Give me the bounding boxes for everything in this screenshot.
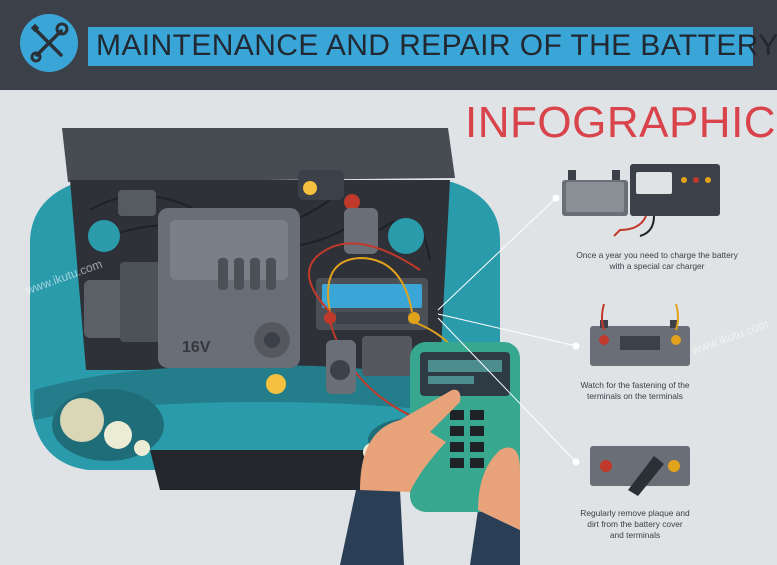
page-title: MAINTENANCE AND REPAIR OF THE BATTERY: [96, 29, 777, 62]
battery-terminals-icon: [590, 303, 690, 366]
tip-terminal-fastening: Watch for the fastening of the terminals…: [580, 380, 690, 401]
engine-label: 16V: [182, 339, 211, 356]
title-bar: [88, 27, 753, 66]
reservoir-left: [88, 220, 120, 252]
car-engine-illustration: 16V: [30, 128, 720, 565]
wrench-and-screwdriver-icon: [20, 14, 78, 72]
air-filter: [84, 280, 124, 338]
battery-charger-icon: [562, 164, 720, 237]
cap-red: [344, 194, 360, 210]
open-hood: [62, 128, 455, 182]
callout-lines: [437, 194, 580, 466]
intake-box: [120, 262, 170, 342]
battery-cleaning-icon: [590, 446, 690, 496]
cap-yellow: [303, 181, 317, 195]
relay-box: [362, 336, 412, 376]
engine-block: 16V: [158, 208, 300, 368]
tip-remove-plaque: Regularly remove plaque and dirt from th…: [580, 508, 690, 540]
sensor-left: [118, 190, 156, 216]
car-battery: [316, 278, 428, 330]
oil-cap: [266, 374, 286, 394]
grille: [150, 450, 380, 490]
coolant-reservoir: [388, 218, 424, 254]
infographic-heading: INFOGRAPHIC: [465, 98, 777, 147]
headlight-left: [52, 389, 164, 461]
tip-charge-battery: Once a year you need to charge the batte…: [576, 250, 738, 271]
hands-with-battery-tester: [340, 342, 520, 565]
